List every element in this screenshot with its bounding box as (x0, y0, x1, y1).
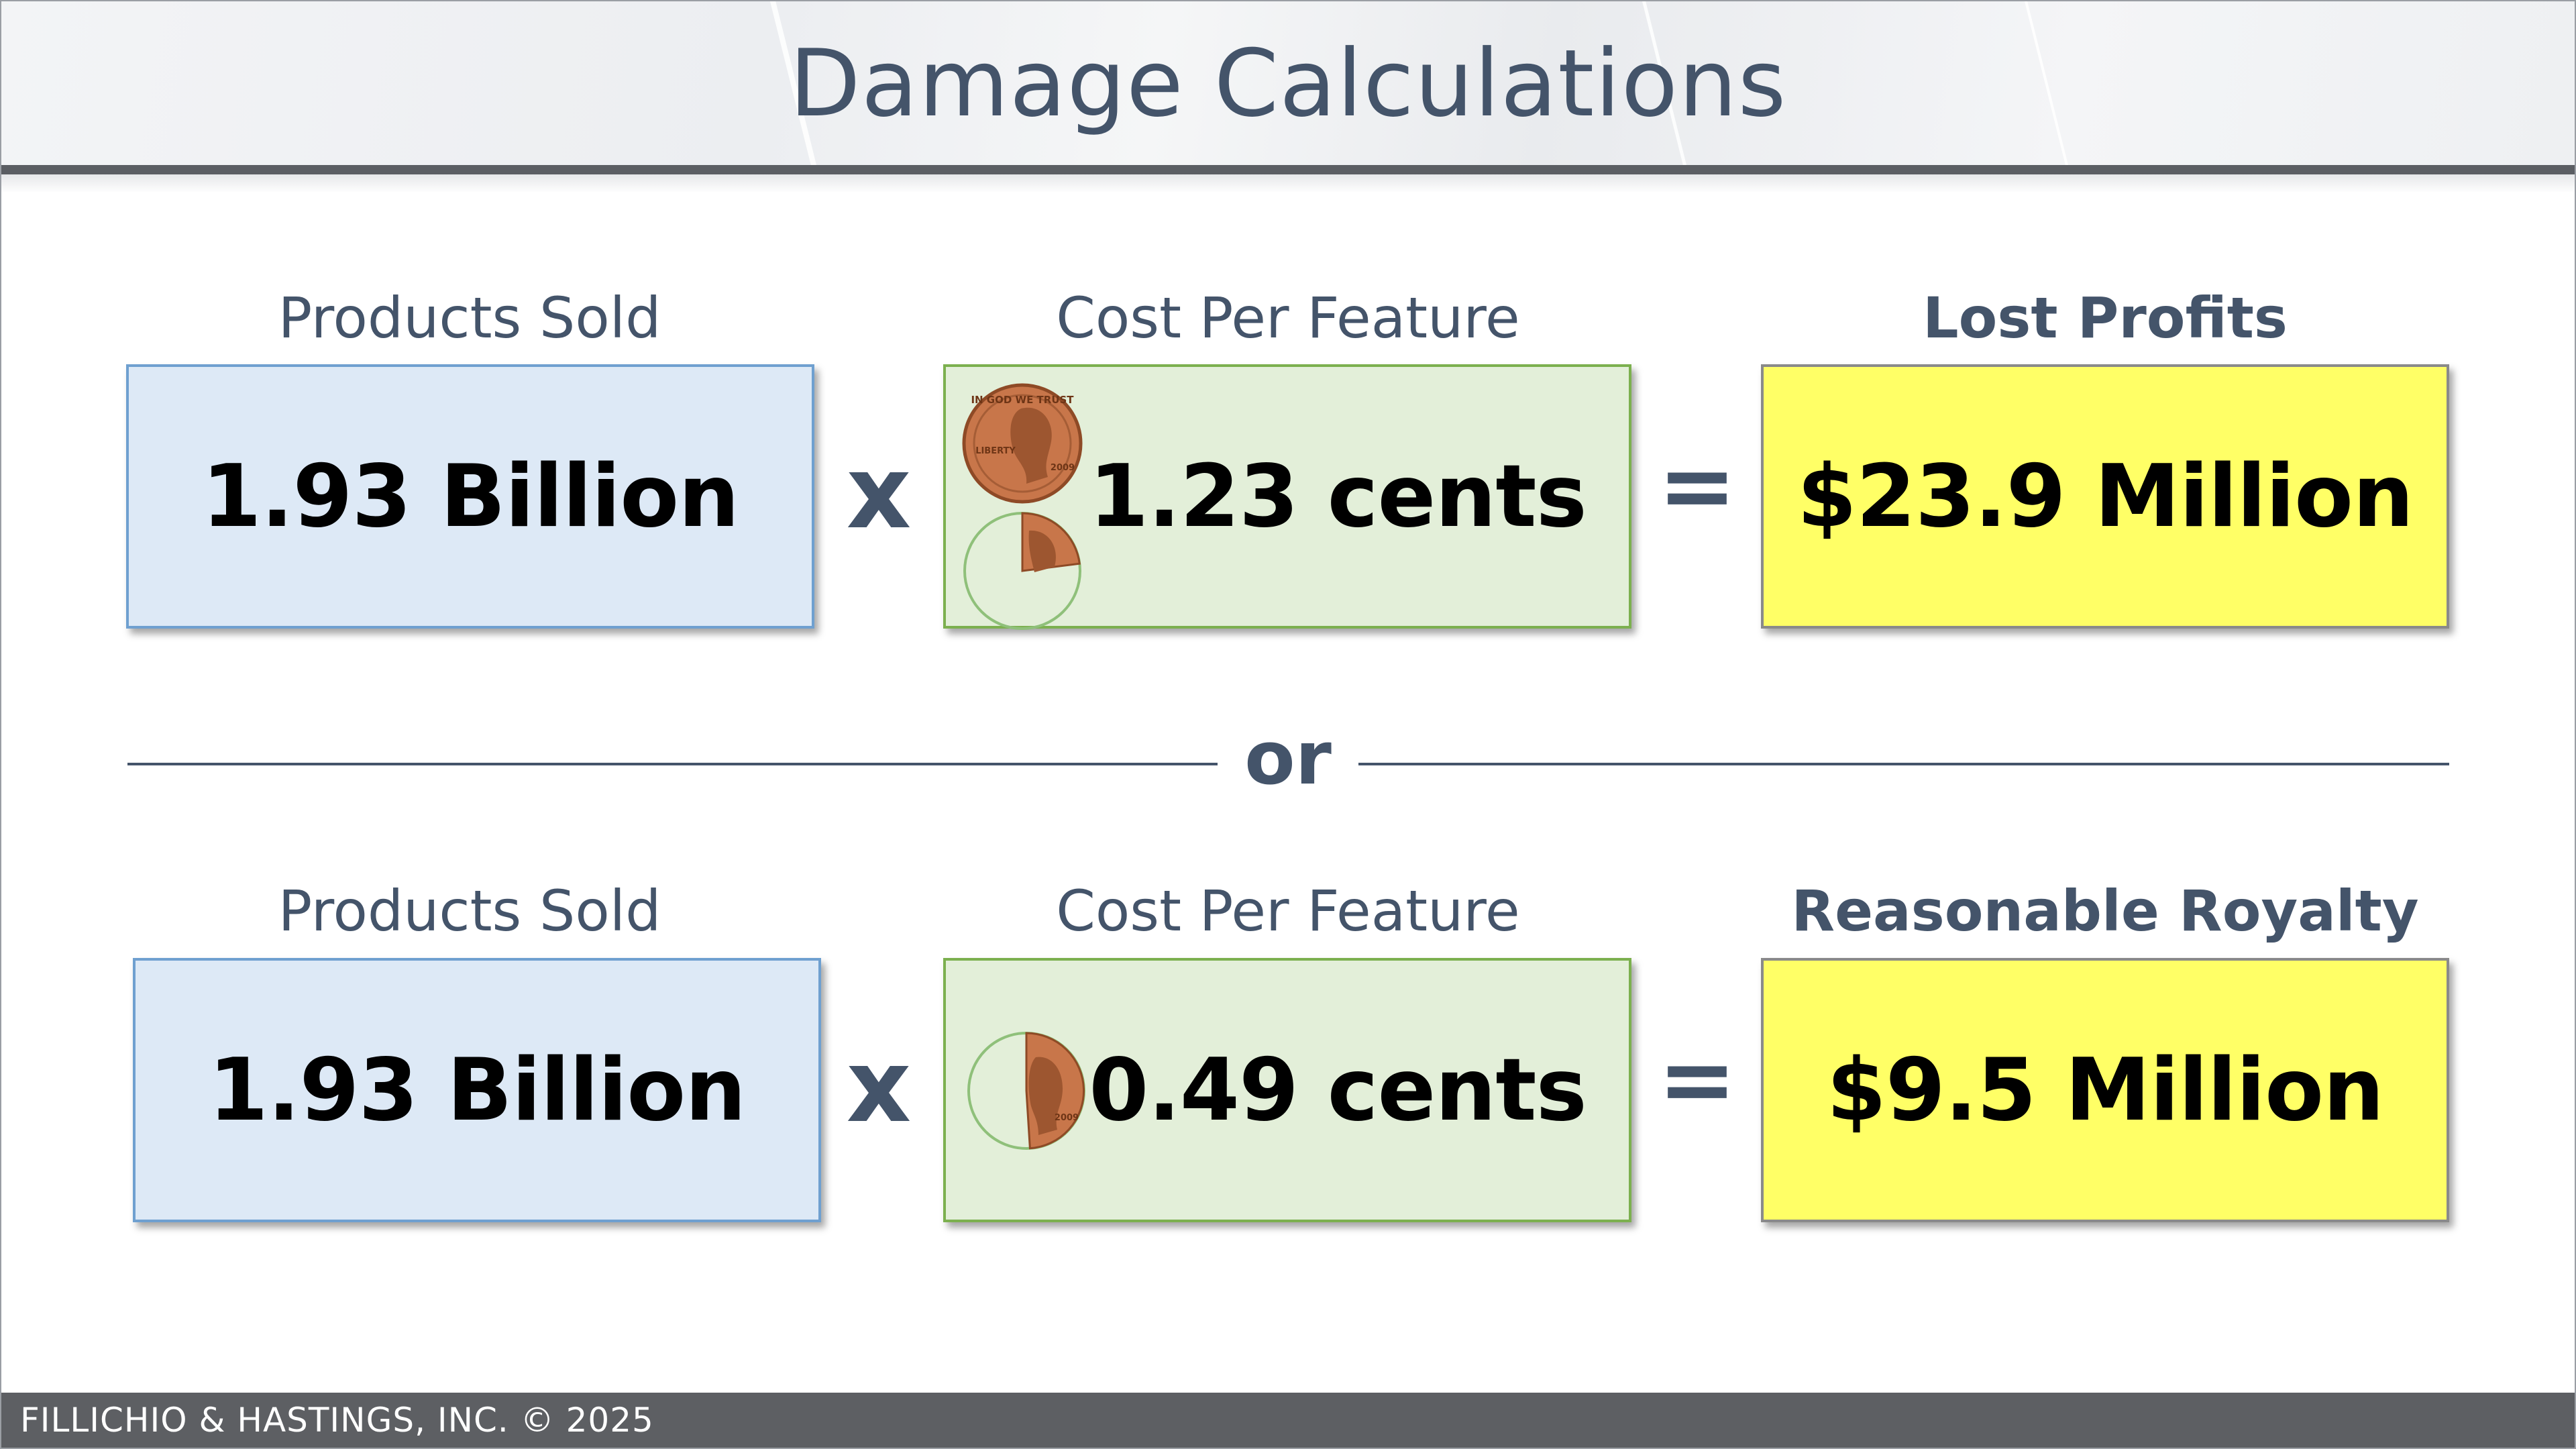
coin-year: 2009 (1051, 463, 1075, 473)
lost-profits-box: $23.9 Million (1761, 364, 2449, 629)
coin-motto: IN GOD WE TRUST (971, 394, 1074, 406)
reasonable-royalty-value: $9.5 Million (1826, 1040, 2384, 1140)
multiply-sign: x (846, 435, 912, 551)
cost-per-feature-label: Cost Per Feature (1056, 878, 1520, 944)
penny-icon: IN GOD WE TRUST LIBERTY 2009 (962, 383, 1083, 504)
divider-or: or (1244, 715, 1332, 801)
products-sold-box: 1.93 Billion (126, 364, 814, 629)
lost-profits-value: $23.9 Million (1796, 446, 2414, 547)
products-sold-label: Products Sold (278, 878, 661, 944)
cost-per-feature-label: Cost Per Feature (1056, 285, 1520, 351)
title-underline (0, 165, 2576, 174)
cost-per-feature-box: 2009 0.49 cents (943, 958, 1631, 1222)
lost-profits-label: Lost Profits (1923, 285, 2288, 351)
reasonable-royalty-box: $9.5 Million (1761, 958, 2449, 1222)
coin-liberty: LIBERTY (975, 446, 1016, 456)
equals-sign: = (1658, 1025, 1737, 1134)
products-sold-label: Products Sold (278, 285, 661, 351)
equals-sign: = (1658, 431, 1737, 541)
cost-per-feature-box: IN GOD WE TRUST LIBERTY 2009 1.23 cents (943, 364, 1631, 630)
partial-penny-icon (963, 512, 1081, 630)
divider-line-right (1358, 763, 2449, 765)
title-shadow (0, 174, 2576, 193)
cost-per-feature-value: 1.23 cents (1089, 446, 1587, 547)
footer-copyright: FILLICHIO & HASTINGS, INC. © 2025 (20, 1401, 654, 1440)
reasonable-royalty-label: Reasonable Royalty (1791, 878, 2419, 944)
penny-fraction-graphic: 2009 (967, 1032, 1085, 1150)
footer-bar: FILLICHIO & HASTINGS, INC. © 2025 (0, 1393, 2576, 1449)
products-sold-box: 1.93 Billion (133, 958, 821, 1222)
products-sold-value: 1.93 Billion (208, 1040, 747, 1140)
page-title: Damage Calculations (789, 30, 1787, 138)
penny-fraction-graphic: IN GOD WE TRUST LIBERTY 2009 (962, 383, 1083, 630)
divider-line-left (127, 763, 1218, 765)
title-bar: Damage Calculations (0, 0, 2576, 165)
cost-per-feature-value: 0.49 cents (1089, 1040, 1587, 1140)
coin-year: 2009 (1055, 1113, 1079, 1123)
partial-penny-icon: 2009 (967, 1032, 1085, 1150)
products-sold-value: 1.93 Billion (201, 446, 740, 547)
multiply-sign: x (846, 1028, 912, 1145)
